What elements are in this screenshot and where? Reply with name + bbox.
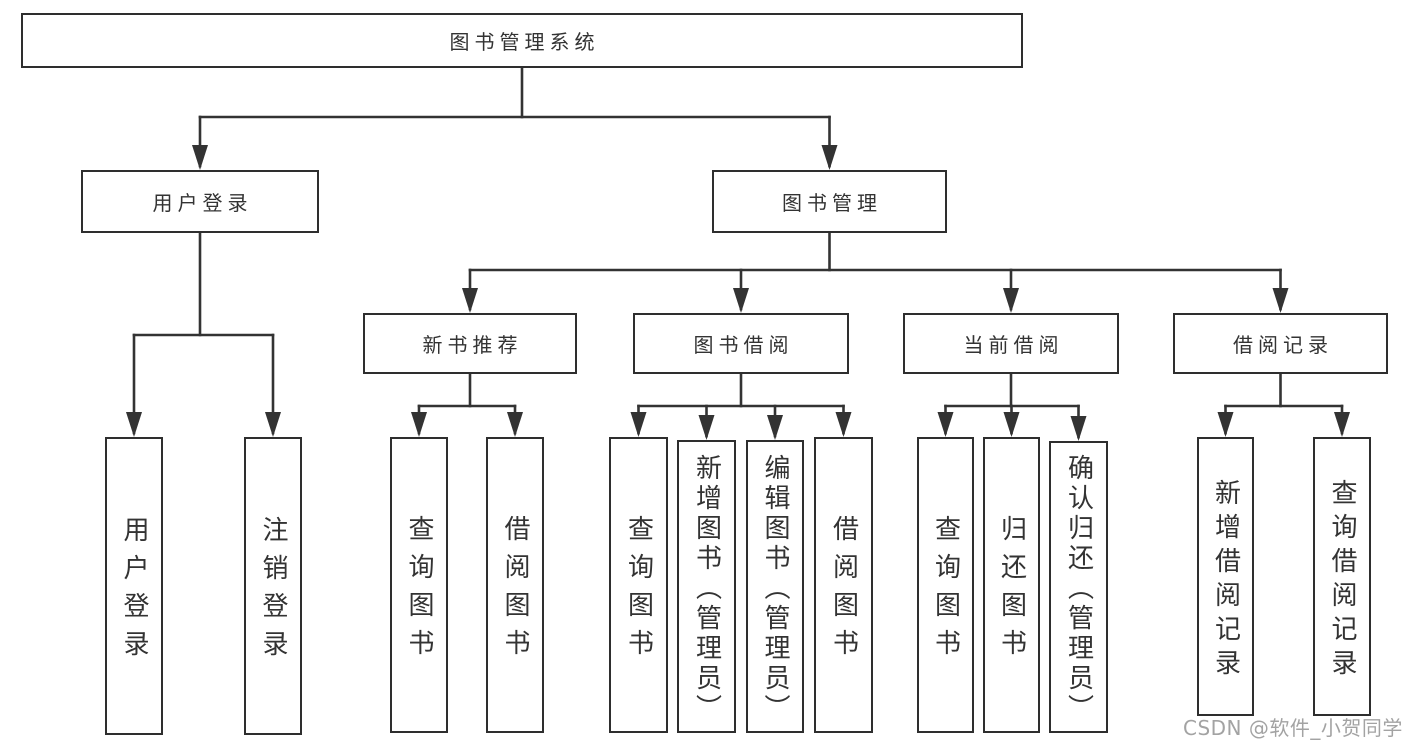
node-login-out: 注销登录 (244, 437, 302, 735)
arrowhead-icon (411, 412, 427, 437)
node-nb-borrow: 借阅图书 (486, 437, 544, 733)
arrowhead-icon (1217, 412, 1234, 437)
arrowhead-icon (462, 288, 478, 313)
node-label: 新增借阅记录 (1210, 478, 1241, 683)
node-label: 用户登录 (152, 191, 253, 215)
node-label: 归还图书 (996, 515, 1027, 667)
node-records: 借阅记录 (1173, 313, 1388, 374)
node-newbook: 新书推荐 (363, 313, 577, 374)
node-bw-edit: 编辑图书（管理员） (746, 440, 804, 733)
node-cur-return: 归还图书 (983, 437, 1040, 733)
node-rec-add: 新增借阅记录 (1197, 437, 1254, 716)
watermark: CSDN @软件_小贺同学 (1183, 716, 1403, 740)
arrowhead-icon (507, 412, 523, 437)
arrowhead-icon (1334, 412, 1350, 437)
node-mgmt: 图书管理 (712, 170, 947, 233)
node-label: 图书借阅 (693, 333, 794, 357)
node-label: 图书管理 (782, 191, 882, 215)
node-label: 新增图书（管理员） (691, 453, 722, 724)
arrowhead-icon (1272, 288, 1289, 313)
node-login: 用户登录 (81, 170, 319, 233)
node-rec-query: 查询借阅记录 (1313, 437, 1371, 716)
node-label: 查询图书 (404, 515, 434, 667)
arrowhead-icon (698, 415, 715, 440)
node-label: 当前借阅 (963, 333, 1064, 357)
node-label: 查询图书 (930, 515, 961, 667)
node-label: 注销登录 (258, 516, 288, 668)
node-label: 编辑图书（管理员） (760, 453, 790, 724)
arrowhead-icon (630, 412, 647, 437)
node-bw-add: 新增图书（管理员） (677, 440, 736, 733)
node-bw-borrow: 借阅图书 (814, 437, 873, 733)
arrowhead-icon (1003, 288, 1019, 313)
node-login-user: 用户登录 (105, 437, 163, 735)
node-borrow: 图书借阅 (633, 313, 849, 374)
arrowhead-icon (821, 145, 838, 170)
node-label: 图书管理系统 (449, 30, 600, 54)
arrowhead-icon (265, 412, 281, 437)
node-bw-query: 查询图书 (609, 437, 668, 733)
arrowhead-icon (937, 412, 954, 437)
node-label: 查询借阅记录 (1327, 478, 1357, 683)
node-label: 借阅图书 (500, 515, 530, 667)
node-cur-query: 查询图书 (917, 437, 974, 733)
node-root: 图书管理系统 (21, 13, 1023, 68)
node-label: 新书推荐 (422, 333, 523, 357)
node-label: 确认归还（管理员） (1063, 454, 1094, 724)
arrowhead-icon (126, 412, 142, 437)
node-label: 查询图书 (623, 515, 654, 667)
node-label: 用户登录 (119, 516, 149, 668)
node-label: 借阅图书 (828, 515, 859, 667)
arrowhead-icon (1070, 416, 1087, 441)
node-nb-query: 查询图书 (390, 437, 448, 733)
arrowhead-icon (1003, 412, 1020, 437)
arrowhead-icon (767, 415, 783, 440)
node-label: 借阅记录 (1233, 333, 1333, 357)
node-cur-confirm: 确认归还（管理员） (1049, 441, 1108, 733)
arrowhead-icon (733, 288, 749, 313)
arrowhead-icon (835, 412, 852, 437)
node-current: 当前借阅 (903, 313, 1119, 374)
arrowhead-icon (192, 145, 208, 170)
